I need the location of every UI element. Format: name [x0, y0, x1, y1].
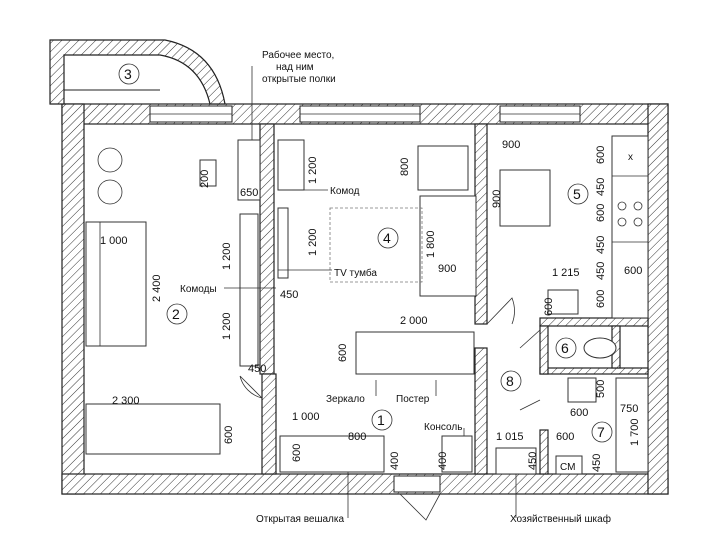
label-komody: Комоды: [180, 284, 217, 295]
tv-stand: [277, 207, 289, 279]
dim: 2 300: [112, 395, 140, 407]
dim: 600: [595, 290, 607, 308]
armchair: [417, 145, 469, 191]
dim: 600: [556, 431, 574, 443]
dim: 200: [199, 170, 211, 188]
dim: 450: [527, 452, 539, 470]
dim: 800: [399, 158, 411, 176]
label-tv: TV тумба: [334, 267, 377, 279]
dim: 600: [223, 426, 235, 444]
hanger: [279, 435, 385, 473]
wardrobe-room4: [355, 331, 475, 375]
sofa-room4: [419, 195, 477, 297]
console: [441, 435, 473, 473]
dim: 500: [595, 380, 607, 398]
dimension-labels: 200 650 1 200 1 200 1 200 1 200 800 1 80…: [100, 139, 642, 472]
dim: 900: [438, 263, 456, 275]
dim: 1 015: [496, 431, 524, 443]
dim: 600: [595, 146, 607, 164]
toilet: [583, 337, 617, 359]
room-number-4: 4: [383, 230, 391, 246]
dim: 600: [570, 407, 588, 419]
label-poster: Постер: [396, 394, 430, 405]
room-numbers: 3 2 4 5 6 8 1 7: [118, 63, 613, 443]
dim: 450: [595, 236, 607, 254]
washing-machine: [555, 455, 583, 475]
dim: 800: [348, 431, 366, 443]
furniture: [85, 135, 649, 475]
dim: 600: [595, 204, 607, 222]
label-workplace: Рабочее место,: [262, 49, 334, 61]
dim: 450: [591, 454, 603, 472]
dim: 750: [620, 403, 638, 415]
desk: [237, 139, 261, 201]
room-number-8: 8: [506, 373, 514, 389]
dim: 1 800: [425, 230, 437, 258]
dim: 2 000: [400, 315, 428, 327]
wardrobe-room2: [85, 403, 221, 455]
komod: [277, 139, 305, 191]
label-mirror: Зеркало: [326, 394, 365, 405]
balcony: [49, 39, 226, 105]
doors: [239, 297, 541, 521]
dim: 1 200: [307, 228, 319, 256]
room-number-3: 3: [124, 66, 132, 82]
dim: 2 400: [151, 274, 163, 302]
dim: 600: [291, 444, 303, 462]
room-number-7: 7: [597, 424, 605, 440]
dim: 900: [502, 139, 520, 151]
bathtub: [615, 377, 649, 473]
label-komod: Комод: [330, 186, 360, 197]
kitchen-counter: [611, 135, 649, 319]
text-labels: Рабочее место, над ним открытые полки Ко…: [180, 49, 633, 525]
dim: 450: [595, 262, 607, 280]
label-closet: Хозяйственный шкаф: [510, 513, 611, 525]
room-number-2: 2: [172, 306, 180, 322]
dim: 450: [595, 178, 607, 196]
dim: 1 700: [629, 418, 641, 446]
windows: [149, 105, 581, 493]
label-workplace: открытые полки: [262, 74, 336, 85]
dim: 600: [543, 298, 555, 316]
dim: 1 000: [292, 411, 320, 423]
sofa-room2: [85, 221, 147, 347]
dim: 650: [240, 187, 258, 199]
room-number-6: 6: [561, 340, 569, 356]
dim: 450: [248, 363, 266, 375]
label-stove: x: [628, 152, 633, 163]
dim: 1 200: [221, 242, 233, 270]
leader-lines: [224, 66, 517, 518]
dim: 1 200: [221, 312, 233, 340]
dim: 1 215: [552, 267, 580, 279]
dining-table: [499, 169, 551, 227]
dim: 400: [437, 452, 449, 470]
label-workplace: над ним: [276, 62, 314, 73]
dim: 600: [624, 265, 642, 277]
dim: 600: [337, 344, 349, 362]
label-hanger: Открытая вешалка: [256, 514, 344, 525]
room-number-5: 5: [573, 186, 581, 202]
label-console: Консоль: [424, 422, 462, 433]
dim: 400: [389, 452, 401, 470]
dim: 1 000: [100, 235, 128, 247]
dim: 450: [280, 289, 298, 301]
sink: [567, 377, 597, 403]
utility-closet: [495, 447, 537, 475]
dim: 900: [491, 190, 503, 208]
dim: 1 200: [307, 156, 319, 184]
dresser-room2: [239, 213, 259, 367]
label-sm: СМ: [560, 462, 575, 473]
room-number-1: 1: [377, 412, 385, 428]
